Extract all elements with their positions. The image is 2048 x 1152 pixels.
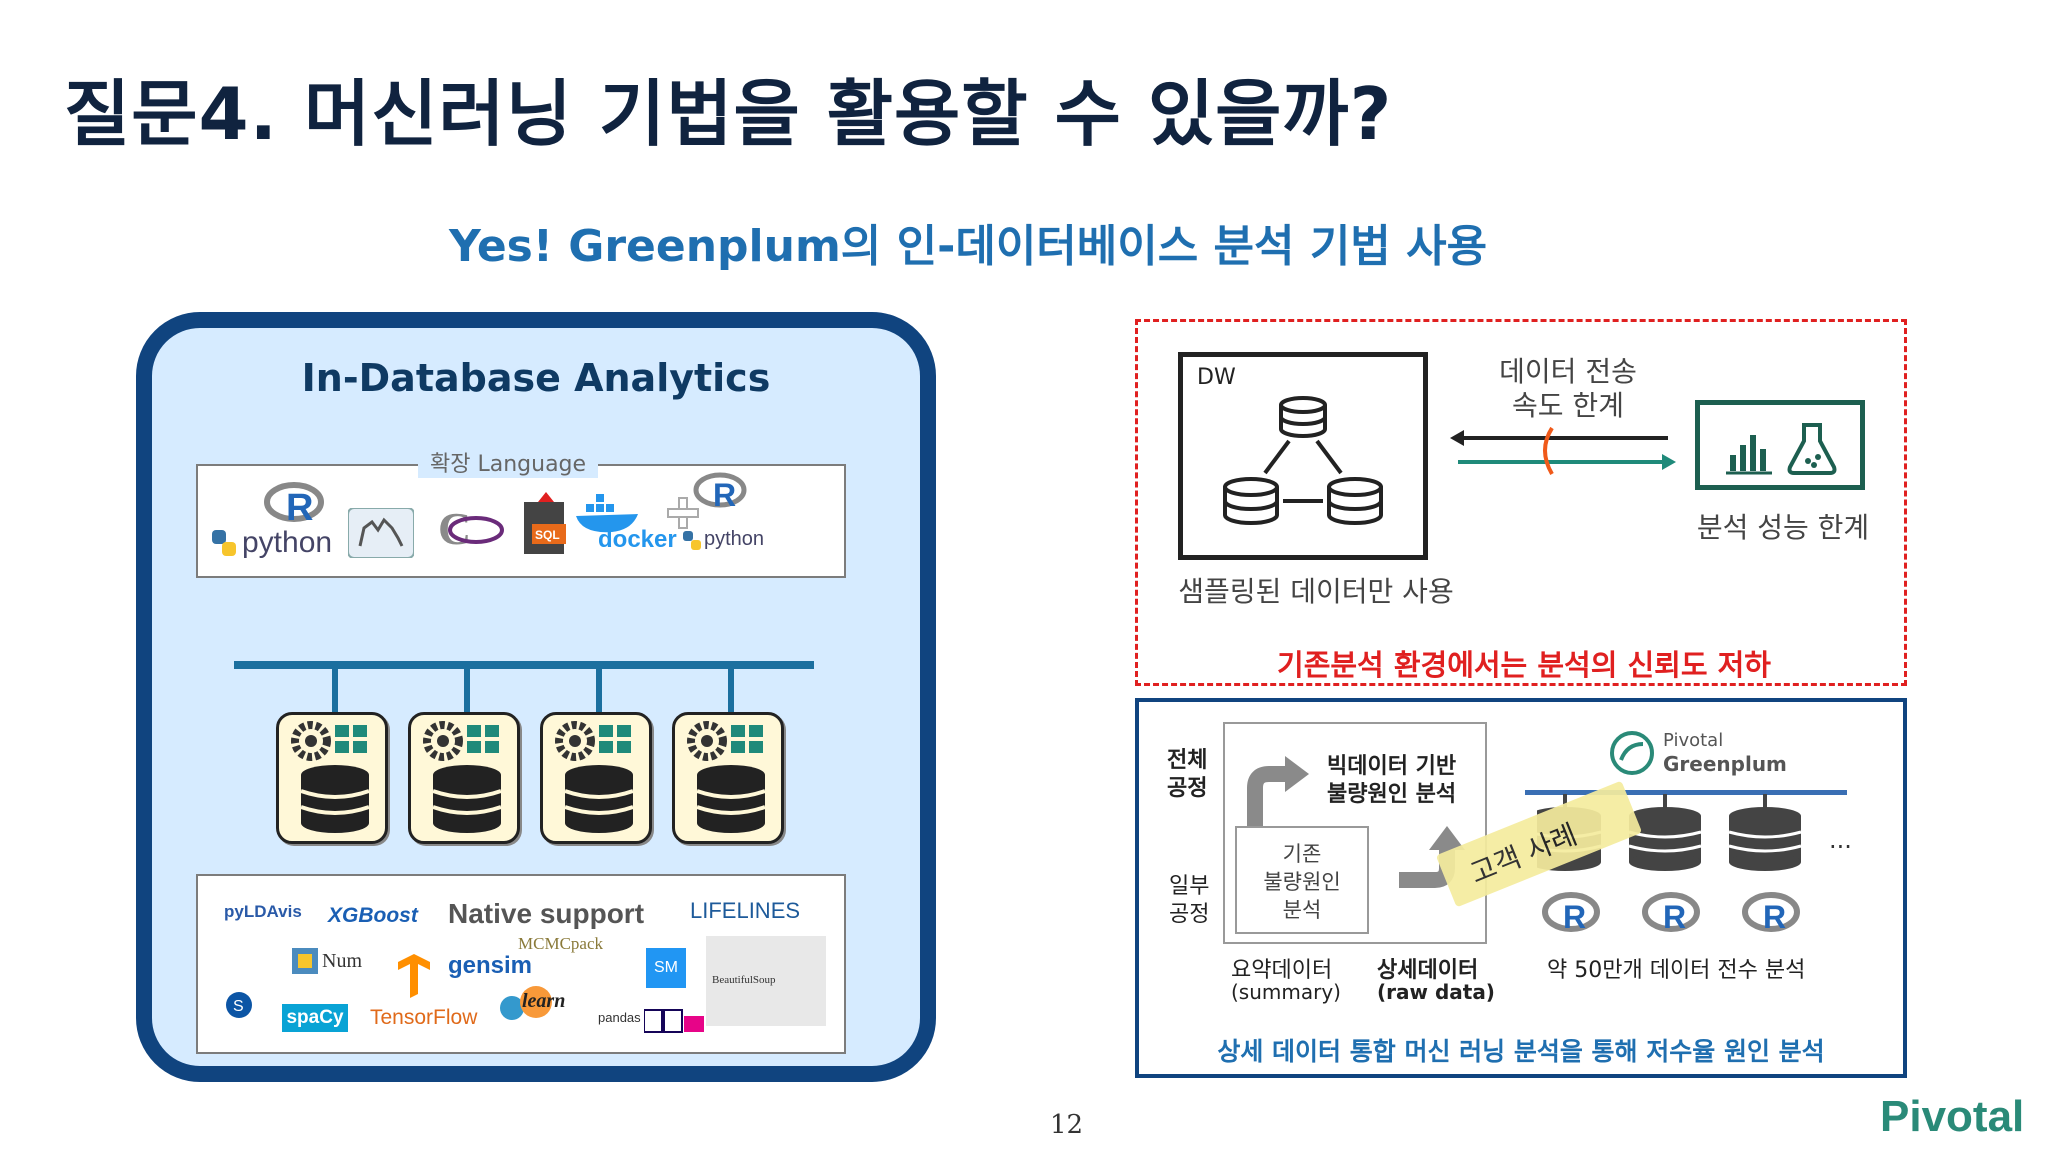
bigdata-analysis-line2: 불량원인 분석 bbox=[1327, 782, 1457, 807]
node-server-icon bbox=[687, 721, 766, 833]
whole-process-line1: 전체 bbox=[1167, 748, 1208, 773]
greenplum-case-panel: 전체 공정 일부 공정 빅데이터 기반 불량원인 분석 기존 불량원인 분석 요… bbox=[1135, 698, 1907, 1078]
docker-logo-text: docker bbox=[598, 526, 677, 553]
partial-process-line2: 공정 bbox=[1169, 902, 1210, 927]
segment-node-2 bbox=[408, 712, 520, 844]
tensorflow-icon bbox=[398, 954, 430, 998]
svg-text:R: R bbox=[1663, 899, 1686, 935]
dw-label: DW bbox=[1197, 365, 1236, 390]
legacy-line3: 분석 bbox=[1282, 898, 1322, 922]
transfer-arrows-icon bbox=[1450, 426, 1676, 476]
r-logo-small-icon: R bbox=[693, 472, 747, 513]
node-connector-3 bbox=[596, 668, 602, 712]
plus-icon bbox=[667, 497, 699, 529]
pandas-logo: pandas bbox=[598, 1010, 641, 1025]
partial-process-line1: 일부 bbox=[1169, 874, 1210, 899]
pandas-icon bbox=[644, 1009, 704, 1033]
slide-title: 질문4. 머신러닝 기법을 활용할 수 있을까? bbox=[64, 72, 1393, 156]
tensorflow-logo-text: TensorFlow bbox=[370, 1006, 478, 1029]
summary-data-line1: 요약데이터 bbox=[1231, 958, 1333, 983]
greenplum-label: Greenplum bbox=[1663, 752, 1787, 776]
xgboost-logo: XGBoost bbox=[328, 904, 418, 927]
cluster-interconnect-line bbox=[234, 661, 814, 669]
legacy-analysis-panel: DW 데이터 전송 속도 한계 bbox=[1135, 319, 1907, 686]
svg-text:SQL: SQL bbox=[535, 528, 560, 542]
node-connector-1 bbox=[332, 668, 338, 712]
analysis-limit-text: 분석 성능 한계 bbox=[1696, 511, 1870, 544]
bigdata-outer-box bbox=[1223, 722, 1487, 944]
greenplum-logo-icon bbox=[1610, 731, 1654, 775]
node-connector-4 bbox=[728, 668, 734, 712]
numpy-icon bbox=[292, 948, 318, 974]
python-logo-small-text: python bbox=[704, 528, 765, 550]
beautifulsoup-image: BeautifulSoup bbox=[706, 936, 826, 1026]
svg-text:C: C bbox=[438, 503, 471, 554]
beautifulsoup-text: BeautifulSoup bbox=[712, 974, 776, 986]
raw-data-line1: 상세데이터 bbox=[1377, 958, 1479, 983]
summary-data-line2: (summary) bbox=[1231, 980, 1341, 1004]
numpy-logo-text: Num bbox=[322, 950, 362, 972]
more-nodes-ellipsis: ... bbox=[1829, 826, 1852, 854]
native-support-label: Native support bbox=[448, 898, 645, 929]
pyldavis-logo: pyLDAvis bbox=[224, 902, 302, 921]
node-connector-2 bbox=[464, 668, 470, 712]
spacy-text: spaCy bbox=[286, 1007, 344, 1028]
panel-title: In-Database Analytics bbox=[301, 356, 771, 400]
page-number: 12 bbox=[1050, 1110, 1084, 1140]
full-data-analysis-text: 약 50만개 데이터 전수 분석 bbox=[1547, 958, 1806, 983]
pivotal-brand-logo: Pivotal bbox=[1880, 1092, 2025, 1141]
analysis-box bbox=[1695, 400, 1865, 490]
greenplum-bus-line bbox=[1525, 790, 1847, 795]
perl-camel-icon bbox=[348, 508, 414, 558]
svg-text:R: R bbox=[1563, 899, 1586, 935]
python-logo-text: python bbox=[242, 526, 333, 559]
lang-box-label: 확장 Language bbox=[418, 446, 599, 478]
transfer-limit-line2: 속도 한계 bbox=[1512, 389, 1624, 422]
legacy-conclusion: 기존분석 환경에서는 분석의 신뢰도 저하 bbox=[1277, 648, 1771, 682]
svg-text:R: R bbox=[713, 477, 736, 513]
slide-subtitle: Yes! Greenplum의 인-데이터베이스 분석 기법 사용 bbox=[449, 221, 1488, 272]
mcmcpack-logo: MCMCpack bbox=[518, 934, 603, 953]
raw-data-line2: (raw data) bbox=[1377, 980, 1495, 1004]
segment-node-4 bbox=[672, 712, 784, 844]
node-server-icon bbox=[423, 721, 502, 833]
legacy-line1: 기존 bbox=[1282, 842, 1322, 866]
dw-box: DW bbox=[1178, 352, 1428, 560]
transfer-limit-line1: 데이터 전송 bbox=[1499, 355, 1637, 388]
in-database-analytics-panel: In-Database Analytics 확장 Language R pyth… bbox=[136, 312, 936, 1082]
lifelines-logo: LIFELINES bbox=[690, 898, 801, 923]
bigdata-analysis-line1: 빅데이터 기반 bbox=[1327, 754, 1457, 779]
statsmodels-text: SM bbox=[654, 959, 678, 976]
spacy-badge: spaCy bbox=[282, 1004, 348, 1032]
native-support-box: pyLDAvis XGBoost Native support LIFELINE… bbox=[196, 874, 846, 1054]
c-language-book-icon: C bbox=[438, 503, 504, 554]
python-logo-small-icon bbox=[683, 531, 701, 550]
gensim-logo: gensim bbox=[448, 952, 533, 979]
scipy-icon: S bbox=[226, 992, 252, 1018]
sql-icon: SQL bbox=[524, 492, 566, 554]
legacy-line2: 불량원인 bbox=[1263, 870, 1341, 894]
sklearn-icon bbox=[500, 986, 552, 1020]
sampled-data-text: 샘플링된 데이터만 사용 bbox=[1178, 575, 1454, 608]
segment-node-1 bbox=[276, 712, 388, 844]
segment-node-3 bbox=[540, 712, 652, 844]
pivotal-label: Pivotal bbox=[1663, 730, 1724, 751]
svg-text:S: S bbox=[233, 998, 244, 1015]
svg-text:R: R bbox=[286, 487, 313, 529]
language-extension-box: 확장 Language R python C SQL bbox=[196, 446, 846, 578]
sklearn-text: learn bbox=[522, 990, 566, 1012]
greenplum-conclusion: 상세 데이터 통합 머신 러닝 분석을 통해 저수율 원인 분석 bbox=[1217, 1037, 1825, 1066]
node-server-icon bbox=[555, 721, 634, 833]
whole-process-line2: 공정 bbox=[1167, 776, 1208, 801]
upward-gray-arrow-icon bbox=[1247, 756, 1309, 828]
database-cluster-icon bbox=[1223, 396, 1383, 525]
legacy-analysis-box: 기존 불량원인 분석 bbox=[1235, 826, 1369, 934]
svg-text:R: R bbox=[1763, 899, 1786, 935]
analytics-flask-icon bbox=[1726, 423, 1837, 475]
docker-icon bbox=[576, 494, 638, 533]
r-logo-icon: R bbox=[264, 482, 324, 529]
node-server-icon bbox=[291, 721, 370, 833]
statsmodels-badge: SM bbox=[646, 948, 686, 988]
python-logo-icon bbox=[212, 530, 236, 556]
